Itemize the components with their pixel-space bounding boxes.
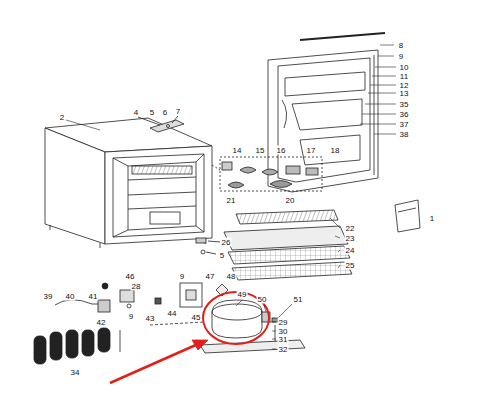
callout-number: 42 — [96, 318, 107, 327]
callout-number: 45 — [191, 313, 202, 322]
callout-number: 6 — [162, 108, 168, 117]
callout-number: 5 — [149, 108, 155, 117]
callout-number: 44 — [167, 309, 178, 318]
callout-number: 38 — [399, 130, 410, 139]
callout-number: 8 — [398, 41, 404, 50]
callout-number: 36 — [399, 110, 410, 119]
callout-number: 43 — [145, 314, 156, 323]
callout-number: 21 — [226, 196, 237, 205]
callout-number: 7 — [175, 107, 181, 116]
callout-number: 50 — [257, 295, 268, 304]
callout-number: 46 — [125, 272, 136, 281]
callout-number: 37 — [399, 120, 410, 129]
callout-number: 20 — [285, 196, 296, 205]
callout-number: 32 — [278, 345, 289, 354]
callout-number: 10 — [399, 63, 410, 72]
callout-number: 39 — [43, 292, 54, 301]
callout-number: 48 — [226, 272, 237, 281]
callout-number: 22 — [345, 224, 356, 233]
callout-number: 40 — [65, 292, 76, 301]
callout-number: 9 — [179, 272, 185, 281]
callout-number: 47 — [205, 272, 216, 281]
callout-number: 16 — [276, 146, 287, 155]
callout-number: 9 — [128, 312, 134, 321]
callout-number: 2 — [59, 113, 65, 122]
callout-number: 41 — [88, 292, 99, 301]
callout-number: 9 — [398, 52, 404, 61]
callout-number: 4 — [133, 108, 139, 117]
callout-number: 14 — [232, 146, 243, 155]
callout-number: 5 — [219, 251, 225, 260]
callout-number: 24 — [345, 246, 356, 255]
callout-number: 34 — [70, 368, 81, 377]
callout-number: 23 — [345, 234, 356, 243]
callout-number: 18 — [330, 146, 341, 155]
callout-number: 26 — [221, 238, 232, 247]
callout-number: 25 — [345, 261, 356, 270]
callout-number: 15 — [255, 146, 266, 155]
callout-number: 13 — [399, 89, 410, 98]
callout-number: 1 — [429, 214, 435, 223]
callout-number: 31 — [278, 335, 289, 344]
callout-number: 28 — [131, 282, 142, 291]
callout-number: 11 — [399, 72, 409, 81]
callout-number: 29 — [278, 318, 289, 327]
callout-number: 51 — [293, 295, 304, 304]
callout-number: 17 — [306, 146, 317, 155]
callout-number: 49 — [237, 290, 248, 299]
callout-number: 35 — [399, 100, 410, 109]
